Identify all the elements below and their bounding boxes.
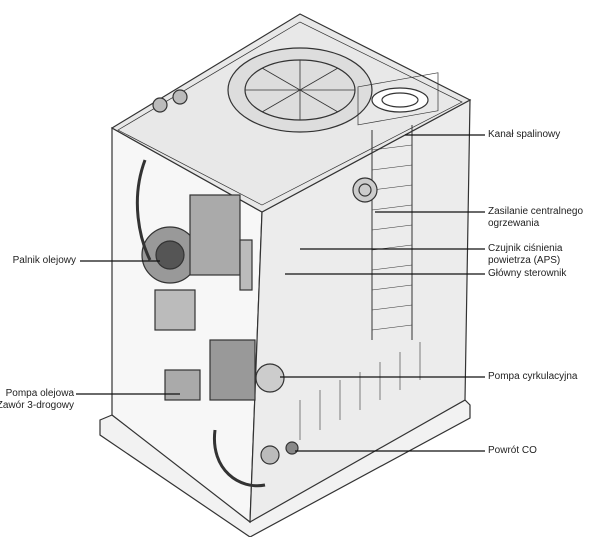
ch-supply-port [352, 177, 378, 203]
label-main-controller: Główny sterownik [488, 268, 567, 279]
flue-column [371, 125, 413, 340]
oil-pump [164, 369, 201, 401]
label-oil-burner: Palnik olejowy [12, 255, 76, 266]
label-three-way-valve: Zawór 3-drogowy [0, 400, 74, 411]
label-flue-duct: Kanał spalinowy [488, 129, 561, 140]
label-ch-supply-line2: ogrzewania [488, 218, 540, 229]
ch-return-port [260, 445, 280, 465]
main-controller [239, 239, 253, 291]
label-oil-pump: Pompa olejowa [5, 388, 74, 399]
label-aps-line2: powietrza (APS) [488, 255, 561, 266]
label-aps-line1: Czujnik ciśnienia [488, 243, 563, 254]
label-ch-return: Powrót CO [488, 445, 537, 456]
flue-outlet [371, 87, 429, 113]
label-ch-supply-line1: Zasilanie centralnego [488, 206, 584, 217]
circulation-pump [255, 363, 285, 393]
label-circ-pump: Pompa cyrkulacyjna [488, 371, 578, 382]
